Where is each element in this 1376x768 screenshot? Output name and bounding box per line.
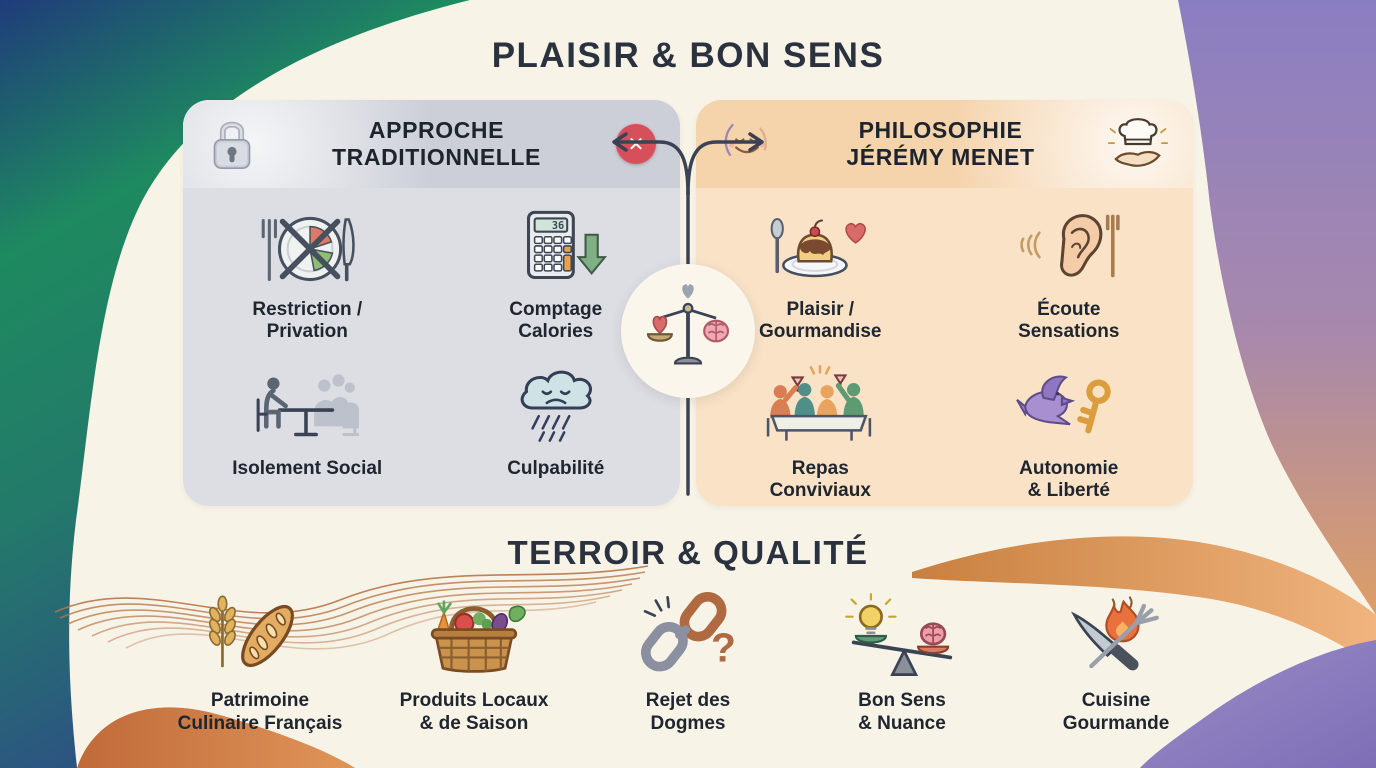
terroir-item-label: Cuisine Gourmande: [1062, 690, 1170, 734]
wave-lines-decoration: [54, 565, 649, 650]
reject-x-icon: ✕: [616, 124, 656, 164]
lock-icon: [207, 115, 257, 173]
orange-streak-bottom-left: [77, 707, 355, 768]
panel-item-label: Autonomie & Liberté: [1019, 458, 1119, 502]
calculator-icon: 36: [500, 198, 612, 292]
dove-key-icon: [1013, 357, 1125, 451]
terroir-item-label: Patrimoine Culinaire Français: [177, 690, 343, 734]
panel-item: Écoute Sensations: [945, 188, 1194, 347]
green-blue-blob: [0, 0, 470, 768]
panel-item: Plaisir / Gourmandise: [696, 188, 945, 347]
panel-item: Repas Conviviaux: [696, 347, 945, 506]
panel-philosophy: PHILOSOPHIE JÉRÉMY MENET: [696, 100, 1193, 506]
panel-item: 36: [432, 188, 681, 347]
panel-item-label: Plaisir / Gourmandise: [759, 299, 882, 343]
terroir-item: Cuisine Gourmande: [1014, 586, 1218, 736]
orange-ribbon: [912, 536, 1376, 668]
sad-rain-cloud-icon: [500, 357, 612, 451]
purple-blob-top-right: [1178, 0, 1376, 615]
broken-chain-icon: ?: [629, 586, 747, 682]
panel-item-label: Repas Conviviaux: [769, 458, 871, 502]
convivial-meal-icon: [764, 357, 876, 451]
purple-blob-bottom-right: [1140, 640, 1376, 768]
terroir-item-label: Rejet des Dogmes: [645, 690, 731, 734]
panel-traditional: APPROCHE TRADITIONNELLE ✕: [183, 100, 680, 506]
panel-item: Restriction / Privation: [183, 188, 432, 347]
terroir-title: TERROIR & QUALITÉ: [507, 534, 869, 571]
terroir-item: Bon Sens & Nuance: [800, 586, 1004, 736]
terroir-item: ? Rejet des Dogmes: [586, 586, 790, 736]
terroir-item: Produits Locaux & de Saison: [372, 586, 576, 736]
panel-traditional-header: APPROCHE TRADITIONNELLE ✕: [183, 100, 680, 188]
panel-philosophy-title: PHILOSOPHIE JÉRÉMY MENET: [846, 117, 1035, 170]
panel-item: Isolement Social: [183, 347, 432, 506]
panel-item-label: Isolement Social: [232, 458, 383, 479]
panel-item: Culpabilité: [432, 347, 681, 506]
panel-philosophy-header: PHILOSOPHIE JÉRÉMY MENET: [696, 100, 1193, 188]
wheat-baguette-icon: [201, 586, 319, 682]
terroir-item-label: Produits Locaux & de Saison: [399, 690, 549, 734]
terroir-item-label: Bon Sens & Nuance: [858, 690, 946, 734]
heart-brain-balance-icon: [621, 264, 755, 398]
crossed-plate-icon: [251, 198, 363, 292]
panel-traditional-body: Restriction / Privation 36: [183, 188, 680, 506]
social-isolation-icon: [251, 357, 363, 451]
ear-listening-icon: [1013, 198, 1125, 292]
flame-utensils-icon: [1057, 586, 1175, 682]
terroir-item: Patrimoine Culinaire Français: [158, 586, 362, 736]
page-title: PLAISIR & BON SENS: [491, 36, 885, 75]
panel-philosophy-body: Plaisir / Gourmandise: [696, 188, 1193, 506]
svg-text:36: 36: [552, 221, 564, 232]
panel-item: Autonomie & Liberté: [945, 347, 1194, 506]
panel-item-label: Comptage Calories: [509, 299, 603, 343]
chef-hat-hand-icon: [1107, 113, 1169, 175]
terroir-row: Patrimoine Culinaire Français: [158, 586, 1218, 736]
vegetable-basket-icon: [415, 586, 533, 682]
panel-item-label: Culpabilité: [507, 458, 605, 479]
panel-item-label: Restriction / Privation: [252, 299, 363, 343]
svg-text:?: ?: [711, 625, 736, 671]
panel-item-label: Écoute Sensations: [1018, 299, 1120, 343]
dessert-heart-icon: [764, 198, 876, 292]
panel-traditional-title: APPROCHE TRADITIONNELLE: [332, 117, 541, 170]
bulb-brain-seesaw-icon: [843, 586, 961, 682]
